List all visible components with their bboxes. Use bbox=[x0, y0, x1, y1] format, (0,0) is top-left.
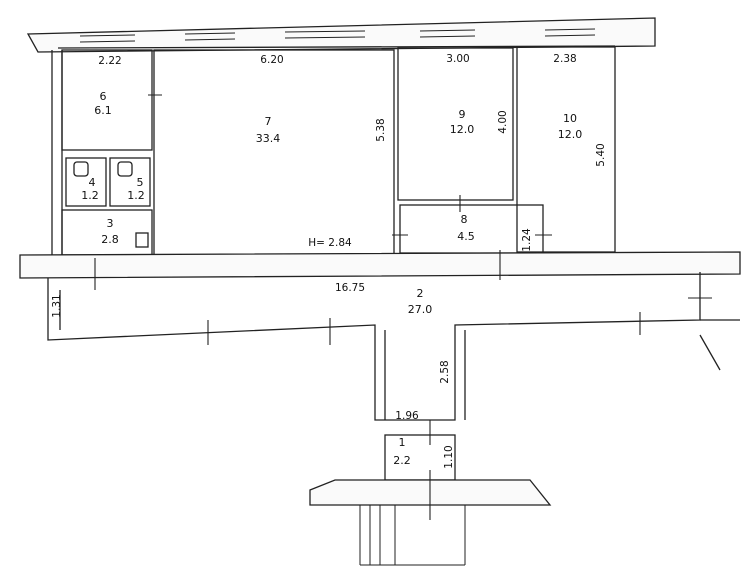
windows-top bbox=[79, 28, 596, 43]
room-5-number: 5 bbox=[137, 176, 144, 189]
dim-r10-width: 2.38 bbox=[553, 53, 576, 65]
room-7-area: 33.4 bbox=[256, 132, 281, 145]
toilet-icon-4 bbox=[73, 161, 89, 177]
room-4-number: 4 bbox=[89, 176, 96, 189]
tick-marks bbox=[94, 94, 712, 520]
room-7 bbox=[153, 49, 395, 256]
room-6-area: 6.1 bbox=[94, 104, 112, 117]
dim-r9-width: 3.00 bbox=[446, 53, 469, 65]
room-4-area: 1.2 bbox=[81, 189, 99, 202]
room-1-number: 1 bbox=[399, 436, 406, 449]
room-7-number: 7 bbox=[265, 115, 272, 128]
room-1-area: 2.2 bbox=[393, 454, 411, 467]
ceiling-height-label: H= 2.84 bbox=[308, 237, 352, 249]
dim-r6-width: 2.22 bbox=[98, 55, 121, 67]
exterior-wall-left bbox=[51, 50, 63, 255]
room-2-number: 2 bbox=[417, 287, 424, 300]
room-5-area: 1.2 bbox=[127, 189, 145, 202]
room-6-number: 6 bbox=[100, 90, 107, 103]
dim-vestibule-depth: 1.10 bbox=[443, 445, 455, 468]
dim-r8-depth: 1.24 bbox=[521, 228, 533, 252]
room-9-area: 12.0 bbox=[450, 123, 475, 136]
corridor-right-stub bbox=[699, 319, 740, 371]
room-5 bbox=[109, 157, 151, 207]
dim-r9-depth: 4.00 bbox=[497, 110, 509, 133]
room-3-area: 2.8 bbox=[101, 233, 119, 246]
dim-r10-depth: 5.40 bbox=[595, 143, 607, 166]
room-10-area: 12.0 bbox=[558, 128, 583, 141]
room-4 bbox=[65, 157, 107, 207]
corridor-inner bbox=[59, 290, 466, 420]
room-9-number: 9 bbox=[459, 108, 466, 121]
room-8-area: 4.5 bbox=[457, 230, 475, 243]
exterior-wall-top-inner bbox=[57, 45, 616, 49]
dim-corridor-length: 16.75 bbox=[335, 282, 365, 294]
dim-r7-depth: 5.38 bbox=[375, 118, 387, 141]
exterior-wall-top bbox=[26, 17, 656, 53]
toilet-icon-5 bbox=[117, 161, 133, 177]
room-2-area: 27.0 bbox=[408, 303, 433, 316]
stove-icon bbox=[135, 232, 149, 248]
room-10 bbox=[516, 46, 616, 253]
room-10-number: 10 bbox=[563, 112, 577, 125]
room-9 bbox=[397, 47, 514, 201]
dim-hall-length: 2.58 bbox=[439, 360, 451, 383]
room-6 bbox=[61, 49, 153, 151]
dim-vestibule-width: 1.96 bbox=[395, 410, 419, 422]
room-3-number: 3 bbox=[107, 217, 114, 230]
room-2 bbox=[47, 272, 701, 421]
corridor-wall-band bbox=[19, 251, 741, 279]
room-8-number: 8 bbox=[461, 213, 468, 226]
dim-r7-width: 6.20 bbox=[260, 54, 283, 66]
entrance-stairs bbox=[359, 505, 466, 566]
dim-corridor-width: 1.31 bbox=[51, 294, 63, 317]
